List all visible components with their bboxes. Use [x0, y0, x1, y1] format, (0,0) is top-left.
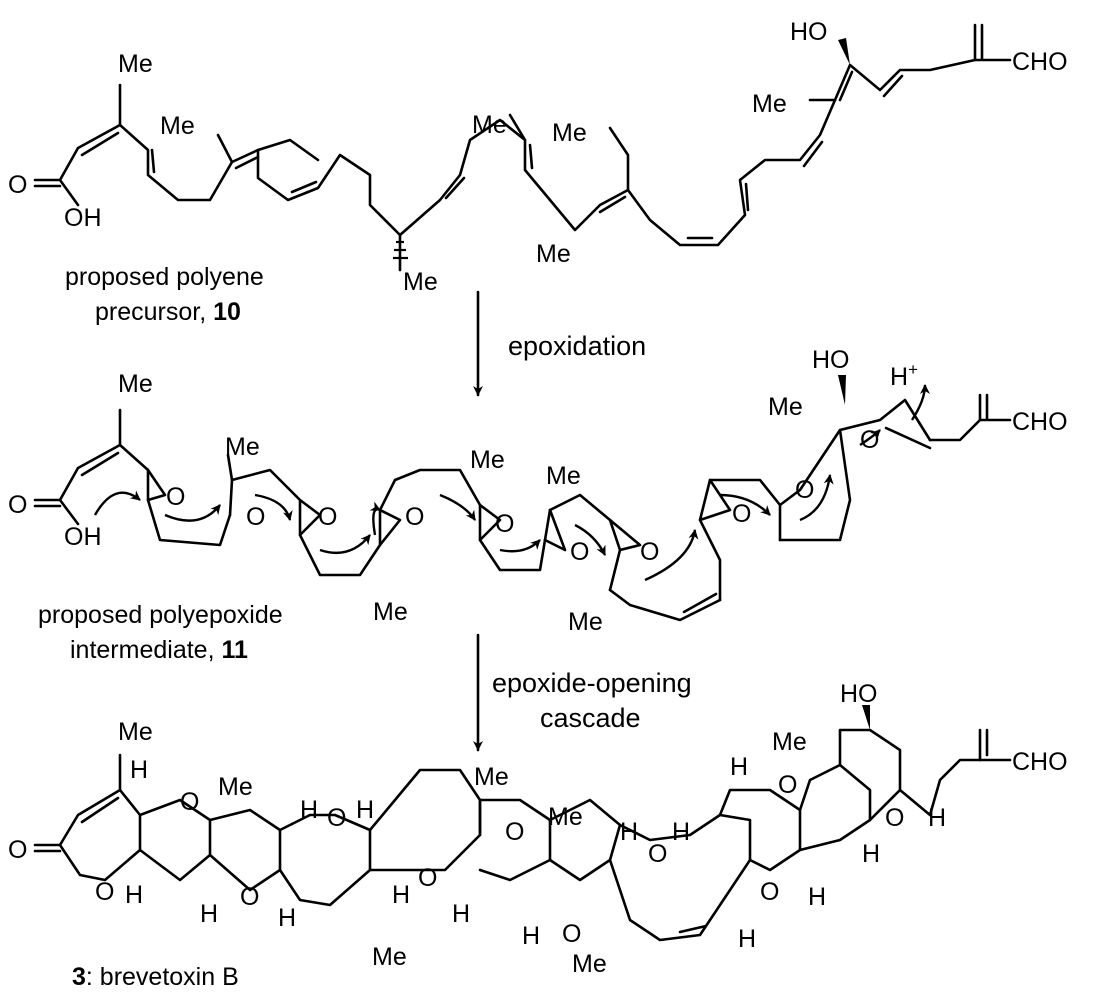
ring-oxygen: O [505, 818, 524, 846]
intermediate-caption-line2: intermediate, 11 [70, 636, 248, 664]
me-label: Me [768, 393, 803, 421]
precursor-caption-prefix: precursor, [95, 298, 213, 326]
cho-label: CHO [1012, 748, 1068, 776]
polyene-precursor-atom-labels: Me O OH Me Me Me Me Me Me HO CHO [8, 18, 1068, 296]
epoxide-oxygen: O [166, 483, 185, 511]
h-label: H [392, 881, 410, 909]
epoxide-oxygen: O [570, 538, 589, 566]
me-label: Me [118, 50, 153, 78]
h-label: H [278, 904, 296, 932]
me-label: Me [568, 608, 603, 636]
h-label: H [300, 796, 318, 824]
h-label: H [730, 753, 748, 781]
epoxide-oxygen: O [860, 426, 879, 454]
me-label: Me [548, 803, 583, 831]
mechanism-curved-arrows [93, 384, 930, 582]
proton-charge: + [908, 360, 918, 379]
precursor-caption-line1: proposed polyene [65, 263, 264, 291]
epoxide-oxygen: O [795, 476, 814, 504]
h-label: H [738, 925, 756, 953]
ring-oxygen: O [760, 878, 779, 906]
epoxide-oxygen: O [640, 538, 659, 566]
ring-oxygen: O [95, 878, 114, 906]
me-label: Me [373, 598, 408, 626]
me-label: Me [546, 462, 581, 490]
me-label: Me [118, 718, 153, 746]
ring-oxygen: O [180, 788, 199, 816]
step-epoxidation-label: epoxidation [508, 331, 646, 361]
ho-label: HO [790, 18, 828, 46]
oxygen-label: O [8, 171, 27, 199]
me-label: Me [372, 943, 407, 971]
me-label: Me [118, 370, 153, 398]
product-caption: 3: brevetoxin B [72, 963, 239, 991]
cho-label: CHO [1012, 408, 1068, 436]
ho-label: HO [840, 680, 878, 708]
oh-label: OH [64, 204, 102, 232]
h-label: H [452, 900, 470, 928]
h-label: H [125, 881, 143, 909]
h-label: H [928, 804, 946, 832]
ring-oxygen: O [778, 771, 797, 799]
oxygen-label: O [8, 836, 27, 864]
intermediate-caption-prefix: intermediate, [70, 636, 221, 664]
ring-oxygen: O [240, 883, 259, 911]
h-label: H [130, 756, 148, 784]
ring-oxygen: O [648, 840, 667, 868]
h-label: H [356, 796, 374, 824]
polyene-precursor-structure [33, 23, 1012, 272]
epoxide-oxygen: O [246, 503, 265, 531]
epoxide-oxygen: O [318, 503, 337, 531]
step-cascade-label-line1: epoxide-opening [492, 668, 692, 698]
ho-label: HO [812, 346, 850, 374]
h-label: H [672, 818, 690, 846]
epoxide-oxygen: O [405, 503, 424, 531]
oxygen-label: O [8, 491, 27, 519]
product-number: 3 [72, 963, 86, 991]
intermediate-number: 11 [221, 636, 248, 664]
brevetoxin-b-structure [33, 705, 1012, 942]
me-label: Me [536, 240, 571, 268]
me-label: Me [225, 433, 260, 461]
me-label: Me [474, 763, 509, 791]
polyepoxide-intermediate-structure [33, 375, 1012, 622]
polyepoxide-atom-labels: Me O OH O Me O O Me O Me O Me O O Me O O… [8, 346, 1068, 636]
ring-oxygen: O [327, 804, 346, 832]
me-label: Me [552, 119, 587, 147]
step-cascade-label-line2: cascade [540, 703, 641, 733]
h-label: H [808, 883, 826, 911]
oh-label: OH [64, 523, 102, 551]
product-caption-text: : brevetoxin B [86, 963, 239, 991]
brevetoxin-atom-labels: Me O O H H O Me H O H H O H Me H O H Me … [8, 680, 1068, 978]
me-label: Me [752, 90, 787, 118]
me-label: Me [572, 950, 607, 978]
me-label: Me [470, 446, 505, 474]
h-label: H [522, 922, 540, 950]
me-label: Me [472, 111, 507, 139]
ring-oxygen: O [562, 920, 581, 948]
h-label: H [620, 818, 638, 846]
me-label: Me [218, 773, 253, 801]
proton-symbol: H [890, 363, 908, 391]
cho-label: CHO [1012, 48, 1068, 76]
me-label: Me [403, 268, 438, 296]
epoxide-oxygen: O [495, 510, 514, 538]
me-label: Me [160, 112, 195, 140]
intermediate-caption-line1: proposed polyepoxide [38, 601, 283, 629]
h-label: H [862, 840, 880, 868]
precursor-number: 10 [213, 298, 241, 326]
precursor-caption-line2: precursor, 10 [95, 298, 241, 326]
ring-oxygen: O [418, 864, 437, 892]
me-label: Me [772, 728, 807, 756]
proton-label: H+ [890, 360, 918, 391]
ring-oxygen: O [885, 804, 904, 832]
h-label: H [200, 900, 218, 928]
epoxide-oxygen: O [732, 500, 751, 528]
